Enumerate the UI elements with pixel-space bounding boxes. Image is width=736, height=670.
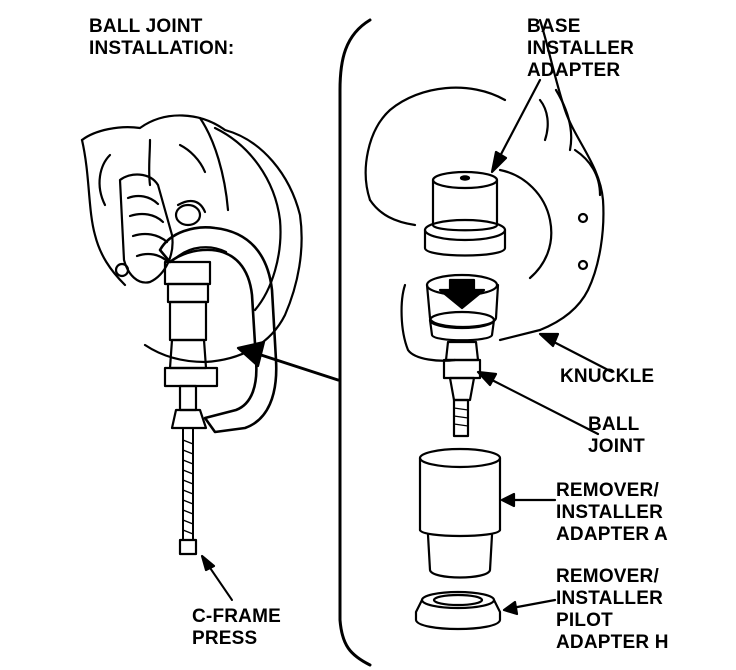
ball-joint-leader [476,370,600,436]
c-frame-press [158,226,278,556]
base-adapter-leader [490,78,542,174]
label-c-frame-press: C-FRAME PRESS [192,606,281,650]
knuckle-leader [538,332,614,374]
detail-bracket [338,18,372,667]
label-line: ADAPTER H [556,632,669,653]
label-line: PILOT [556,610,613,631]
ball-joint-housing [425,273,500,342]
label-line: PRESS [192,628,258,649]
label-line: JOINT [588,436,645,457]
base-installer-adapter [423,170,507,257]
label-knuckle: KNUCKLE [560,366,654,388]
label-line: BALL [588,414,640,435]
adapter-h-leader [502,598,557,616]
detail-arrow [236,340,340,382]
label-line: INSTALLER [556,588,663,609]
label-line: REMOVER/ [556,566,659,587]
adapter-a-leader [500,492,557,508]
remover-installer-pilot-adapter-h [414,590,502,631]
label-line: REMOVER/ [556,480,659,501]
label-base-installer-adapter: BASE INSTALLER ADAPTER [527,16,634,82]
label-line: INSTALLER [556,502,663,523]
label-line: C-FRAME [192,606,281,627]
label-ball-joint: BALL JOINT [588,414,645,458]
cv-boot [114,173,174,284]
label-line: ADAPTER A [556,524,668,545]
left-knuckle-outline [80,114,303,364]
remover-installer-adapter-a [418,447,502,579]
label-remover-installer-pilot-adapter-h: REMOVER/ INSTALLER PILOT ADAPTER H [556,566,669,654]
diagram-title: BALL JOINT INSTALLATION: [89,16,234,60]
right-knuckle-outline [364,18,605,362]
label-remover-installer-adapter-a: REMOVER/ INSTALLER ADAPTER A [556,480,668,546]
label-line: BASE [527,16,581,37]
label-line: KNUCKLE [560,366,655,387]
ball-joint-stud [442,340,482,438]
title-line-2: INSTALLATION: [89,38,235,59]
label-line: ADAPTER [527,60,621,81]
c-frame-leader [200,554,233,601]
title-line-1: BALL JOINT [89,16,203,37]
label-line: INSTALLER [527,38,634,59]
